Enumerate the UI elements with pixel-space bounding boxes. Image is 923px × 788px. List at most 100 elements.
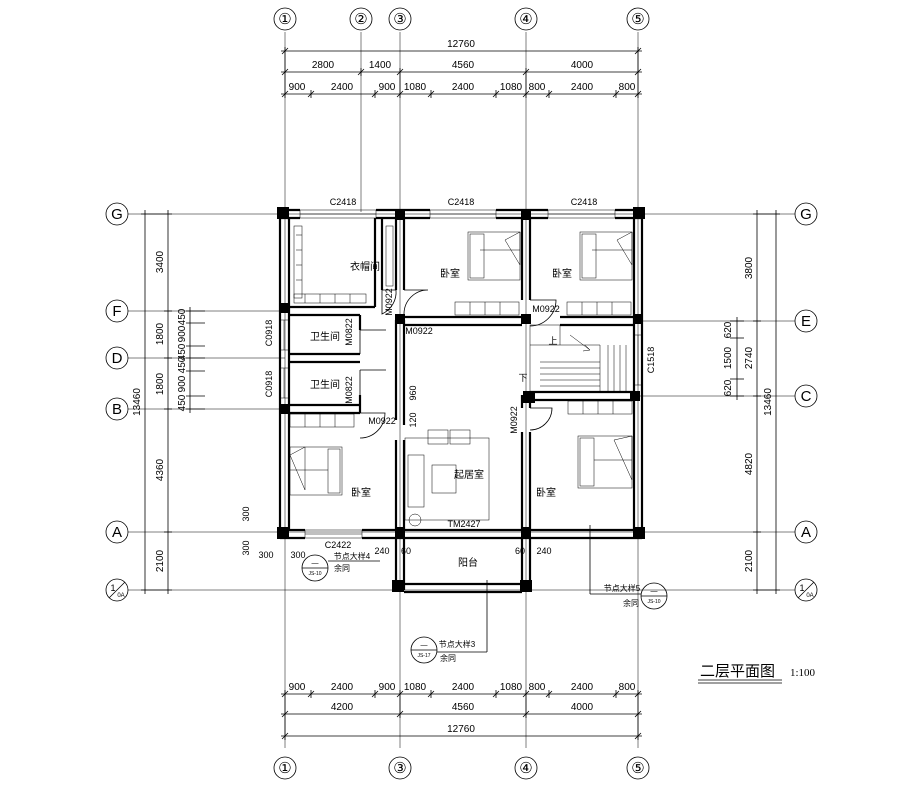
svg-text:TM2427: TM2427 — [447, 519, 480, 529]
svg-text:450: 450 — [177, 356, 188, 373]
svg-text:900: 900 — [177, 375, 188, 392]
svg-text:800: 800 — [619, 82, 636, 93]
axis-bubbles-top: ① ② ③ ④ ⑤ — [273, 7, 650, 31]
bed-top-right — [579, 231, 633, 281]
svg-text:③: ③ — [393, 760, 406, 777]
bed-top-middle — [467, 231, 521, 281]
svg-text:①: ① — [278, 760, 291, 777]
svg-text:450: 450 — [177, 394, 188, 411]
svg-text:450: 450 — [177, 343, 188, 360]
axis-bubble-G-left: G — [105, 202, 129, 226]
axis-bubble-E-right: E — [794, 309, 818, 333]
svg-text:D: D — [112, 350, 123, 367]
svg-text:M0922: M0922 — [509, 406, 519, 434]
room-balcony: 阳台 — [458, 556, 478, 569]
svg-text:②: ② — [354, 11, 367, 28]
svg-text:2400: 2400 — [331, 82, 354, 93]
svg-text:1080: 1080 — [500, 82, 523, 93]
svg-text:④: ④ — [519, 11, 532, 28]
svg-text:240: 240 — [536, 546, 551, 556]
room-closet: 衣帽间 — [350, 260, 380, 273]
svg-text:1500: 1500 — [723, 346, 734, 369]
svg-text:960: 960 — [408, 385, 418, 400]
svg-text:800: 800 — [529, 682, 546, 693]
svg-text:余同: 余同 — [440, 653, 456, 663]
axis-bubble-1-0A-right: 1 0A — [794, 578, 818, 602]
svg-text:4000: 4000 — [571, 702, 594, 713]
svg-text:800: 800 — [529, 82, 546, 93]
svg-text:C0918: C0918 — [264, 320, 274, 347]
svg-text:2100: 2100 — [155, 549, 166, 572]
svg-text:—: — — [312, 560, 319, 567]
svg-text:C2418: C2418 — [330, 197, 357, 207]
svg-text:M0922: M0922 — [368, 416, 396, 426]
svg-text:0A: 0A — [117, 593, 124, 599]
axis-bubble-3-top: ③ — [388, 7, 412, 31]
svg-text:900: 900 — [177, 325, 188, 342]
svg-text:JS-10: JS-10 — [308, 571, 321, 577]
svg-text:900: 900 — [289, 82, 306, 93]
svg-text:4560: 4560 — [452, 60, 475, 71]
bed-bottom-right — [577, 435, 633, 489]
svg-text:C2418: C2418 — [571, 197, 598, 207]
svg-text:4200: 4200 — [331, 702, 354, 713]
svg-text:—: — — [421, 642, 428, 649]
callout-detail-4: — JS-10 节点大样4 余同 — [301, 551, 380, 582]
dimensions-left: 13460 3400 1800 1800 4360 2100 450 900 4… — [132, 210, 205, 594]
svg-text:4820: 4820 — [744, 452, 755, 475]
svg-text:④: ④ — [519, 760, 532, 777]
svg-text:1800: 1800 — [155, 372, 166, 395]
svg-text:1800: 1800 — [155, 322, 166, 345]
svg-text:1080: 1080 — [500, 682, 523, 693]
svg-text:C: C — [801, 388, 812, 405]
svg-text:上: 上 — [548, 336, 557, 346]
svg-text:13460: 13460 — [132, 388, 143, 416]
svg-text:240: 240 — [374, 546, 389, 556]
axis-bubble-1-top: ① — [273, 7, 297, 31]
dimensions-top: 12760 2800 1400 4560 4000 900 2400 900 1… — [281, 39, 642, 98]
svg-text:余同: 余同 — [334, 563, 350, 573]
axis-bubble-B-left: B — [105, 397, 129, 421]
svg-text:M0822: M0822 — [344, 376, 354, 404]
svg-text:M0922: M0922 — [405, 326, 433, 336]
axis-bubble-A-right: A — [794, 520, 818, 544]
dimensions-bottom: 900 2400 900 1080 2400 1080 800 2400 800… — [281, 682, 642, 740]
svg-text:A: A — [801, 524, 811, 541]
svg-text:13460: 13460 — [763, 388, 774, 416]
svg-text:2400: 2400 — [452, 682, 475, 693]
windows — [279, 209, 643, 539]
svg-text:C1518: C1518 — [646, 347, 656, 374]
room-bedroom-d: 卧室 — [536, 486, 556, 499]
room-bedroom-c: 卧室 — [351, 486, 371, 499]
axis-bubble-2-top: ② — [349, 7, 373, 31]
axis-bubbles-right: G E C A 1 0A — [794, 202, 818, 602]
svg-text:A: A — [112, 524, 122, 541]
axis-bubble-1-bottom: ① — [273, 756, 297, 780]
svg-text:2400: 2400 — [571, 82, 594, 93]
axis-bubble-F-left: F — [105, 299, 129, 323]
svg-text:B: B — [112, 401, 122, 418]
svg-text:4560: 4560 — [452, 702, 475, 713]
callout-detail-5: — JS-10 节点大样5 余同 — [589, 525, 668, 610]
svg-text:1080: 1080 — [404, 82, 427, 93]
bed-bottom-left — [289, 446, 343, 496]
svg-text:620: 620 — [723, 379, 734, 396]
svg-text:1: 1 — [799, 583, 804, 593]
svg-text:12760: 12760 — [447, 724, 475, 735]
axis-bubble-G-right: G — [794, 202, 818, 226]
detail-callouts: — JS-10 节点大样4 余同 — JS-17 节点大样3 余同 — JS-1… — [301, 525, 668, 664]
svg-text:900: 900 — [289, 682, 306, 693]
svg-text:2400: 2400 — [452, 82, 475, 93]
svg-text:JS-17: JS-17 — [417, 653, 430, 659]
room-bedroom-b: 卧室 — [552, 267, 572, 280]
svg-text:③: ③ — [393, 11, 406, 28]
callout-detail-3: — JS-17 节点大样3 余同 — [410, 580, 488, 664]
staircase — [529, 324, 635, 393]
doors — [359, 289, 557, 531]
scale-text: 1:100 — [790, 667, 816, 679]
svg-text:300: 300 — [241, 540, 251, 555]
svg-text:G: G — [800, 206, 812, 223]
axis-bubble-3-bottom: ③ — [388, 756, 412, 780]
svg-text:G: G — [111, 206, 123, 223]
